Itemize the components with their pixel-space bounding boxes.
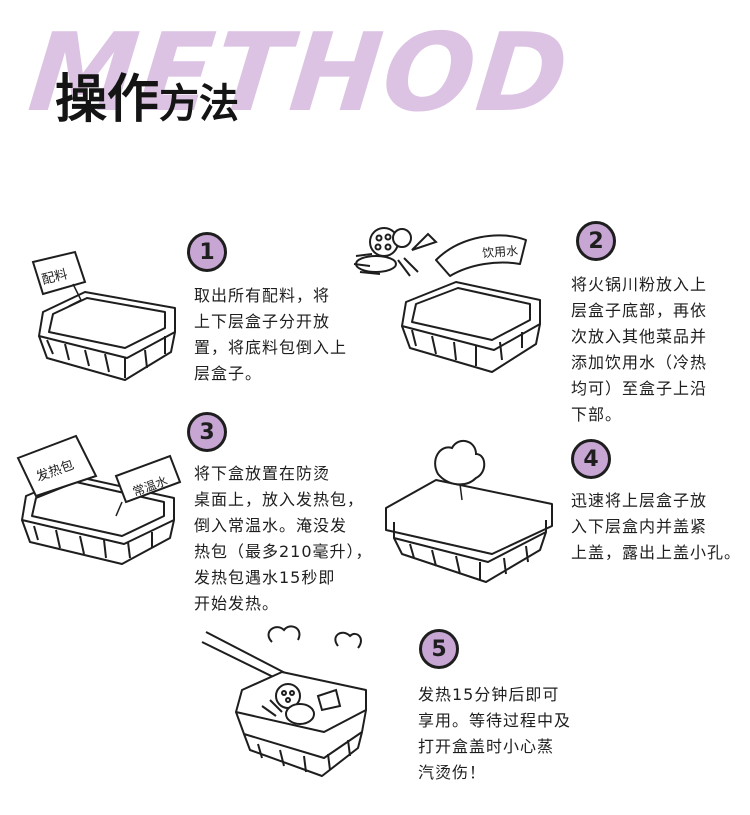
step-4-badge: 4: [571, 439, 611, 479]
step-1-packet-label: 配料: [40, 267, 69, 288]
title-part-2: 方法: [159, 80, 240, 127]
step-5-badge: 5: [419, 629, 459, 669]
step-5-text: 发热15分钟后即可 享用。等待过程中及 打开盒盖时小心蒸 汽烫伤！: [418, 685, 572, 782]
step-1-text: 取出所有配料，将 上下层盒子分开放 置，将底料包倒入上 层盒子。: [194, 286, 348, 383]
step-2-illustration: 饮用水: [353, 227, 541, 373]
step-1-badge: 1: [187, 232, 227, 272]
seasoning-packet-icon: 配料: [31, 250, 87, 307]
steam-icon: [434, 439, 486, 486]
step-2-text: 将火锅川粉放入上 层盒子底部，再依 次放入其他菜品并 添加饮用水（冷热 均可）至…: [571, 275, 708, 424]
page-title: 操作方法: [55, 74, 239, 126]
hotpot-food-icon: [261, 683, 342, 725]
step-5-illustration: [201, 625, 367, 777]
step-4-text: 迅速将上层盒子放 入下层盒内并盖紧 上盖，露出上盖小孔。: [571, 491, 742, 562]
step-3-illustration: 发热包 常温水: [16, 434, 182, 565]
step-2-badge: 2: [576, 221, 616, 261]
step-2-packet-label: 饮用水: [482, 244, 519, 260]
step-3-badge: 3: [187, 412, 227, 452]
vegetables-icon: [353, 232, 438, 277]
steam-icon: [267, 625, 362, 649]
title-part-1: 操作: [55, 69, 160, 130]
step-4-illustration: [385, 439, 553, 583]
heating-packet-icon: 发热包: [16, 434, 98, 498]
lotus-root-icon: [369, 227, 412, 257]
step-1-illustration: 配料: [31, 250, 176, 381]
water-bottle-icon: 常温水: [114, 454, 182, 517]
step-3-text: 将下盒放置在防烫 桌面上，放入发热包， 倒入常温水。淹没发 热包（最多210毫升…: [194, 464, 373, 613]
